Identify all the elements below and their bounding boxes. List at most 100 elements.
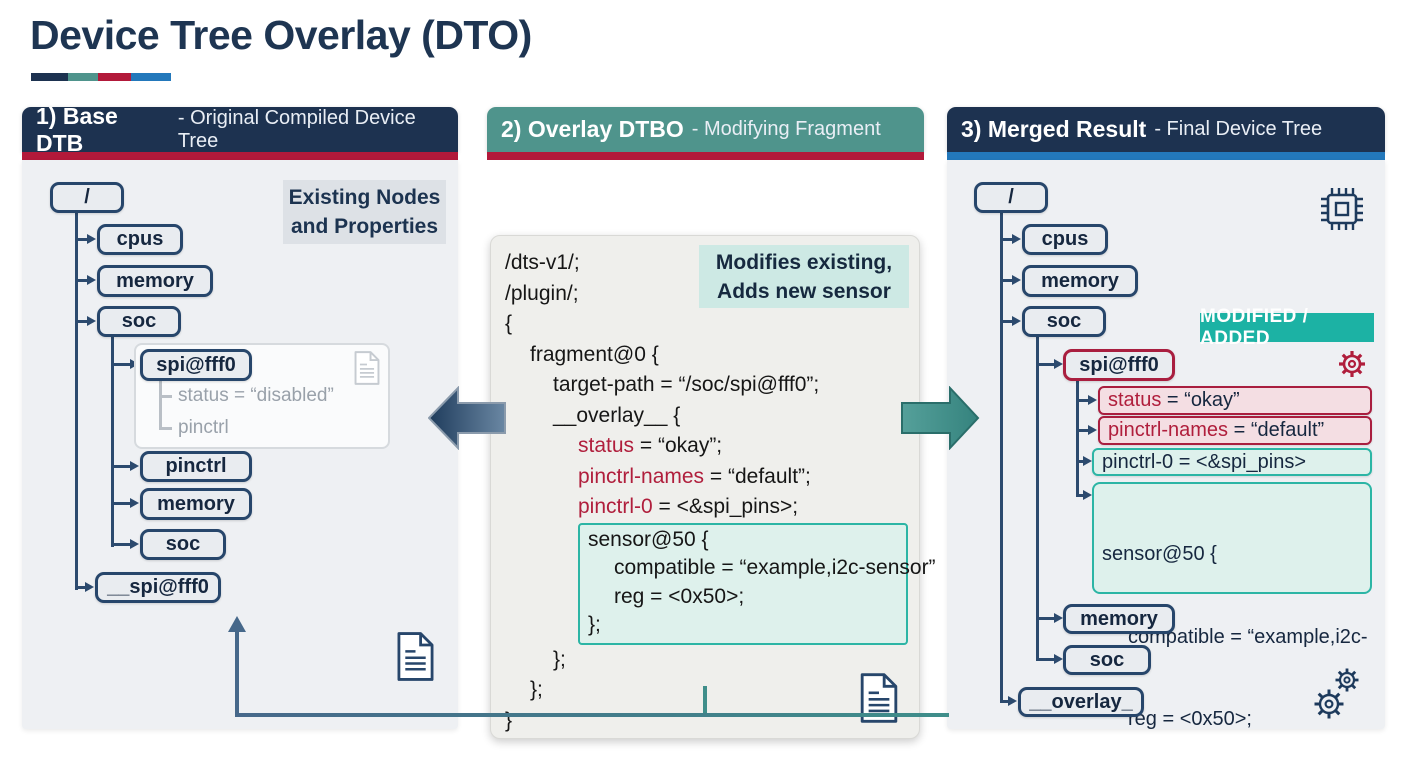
node-pinctrl: pinctrl [140, 451, 252, 482]
panel2-header-subtitle: - Modifying Fragment [691, 118, 881, 140]
connector-arrowhead [130, 498, 139, 508]
code-line: }; [553, 647, 566, 671]
node-spi-symbol: __spi@fff0 [95, 572, 221, 603]
sensor-line: sensor@50 { [1102, 543, 1217, 565]
prop-pinctrl-0: pinctrl-0 = <&spi_pins> [1092, 448, 1372, 476]
node-soc-soc: soc [1063, 645, 1151, 675]
page-title: Device Tree Overlay (DTO) [30, 12, 532, 58]
connector-line [1000, 700, 1009, 703]
connector-line [1036, 337, 1039, 661]
connector-arrowhead [130, 461, 139, 471]
code-line: /plugin/; [505, 281, 579, 305]
connector-line [75, 238, 88, 241]
keyword-pinctrl-names: pinctrl-names [1108, 419, 1229, 441]
node-memory: memory [97, 265, 213, 297]
connector-arrowhead [1012, 234, 1021, 244]
sensor-code-line: }; [588, 613, 601, 636]
connector-line [75, 213, 78, 590]
code-line-status: status = “okay”; [505, 431, 909, 462]
connector-arrowhead [1088, 425, 1097, 435]
connector-arrowhead [1012, 316, 1021, 326]
connector-line [159, 427, 172, 430]
code-line: }; [530, 678, 543, 701]
panel-overlay-dtbo: 2) Overlay DTBO - Modifying Fragment Mod… [487, 107, 936, 739]
gear-icon [1339, 351, 1365, 377]
underline-segment-crimson [98, 73, 131, 81]
connector-arrowhead [1008, 696, 1017, 706]
connector-line [111, 337, 114, 547]
underline-segment-teal [68, 73, 98, 81]
connector-arrowhead [130, 539, 139, 549]
panel3-header-subtitle: - Final Device Tree [1154, 118, 1323, 140]
keyword-pinctrl-names: pinctrl-names [578, 464, 705, 488]
connector-arrowhead [87, 234, 96, 244]
panel-base-dtb: 1) Base DTB - Original Compiled Device T… [22, 103, 458, 737]
panel-merged-result: 3) Merged Result - Final Device Tree MOD… [947, 107, 1385, 737]
node-soc-memory: memory [140, 488, 252, 520]
prop-pinctrl-grey: pinctrl [178, 417, 229, 438]
sensor-code-line: reg = <0x50>; [614, 584, 745, 608]
panel1-header-stripe [22, 152, 458, 160]
node-spi-fff0: spi@fff0 [140, 349, 252, 381]
code-line-pinctrl-names: pinctrl-names = “default”; [505, 462, 909, 493]
code-line-target-path: target-path = “/soc/spi@fff0”; [553, 373, 820, 396]
existing-nodes-note: Existing Nodes and Properties [283, 180, 446, 244]
connector-arrowhead [87, 275, 96, 285]
prop-pinctrl-names: pinctrl-names = “default” [1098, 416, 1372, 445]
code-line-status-value: = “okay”; [634, 434, 723, 457]
connector-line [1076, 494, 1084, 497]
modified-added-badge: MODIFIED / ADDED [1200, 306, 1374, 349]
overlay-code: /dts-v1/; /plugin/; { fragment@0 { targe… [505, 248, 936, 736]
panel1-header-subtitle: - Original Compiled Device Tree [177, 106, 416, 152]
connector-line [111, 363, 130, 366]
keyword-status: status [578, 434, 635, 457]
connector-line [235, 713, 949, 717]
connector-line [111, 465, 130, 468]
panel3-body: MODIFIED / ADDED [947, 160, 1385, 730]
overlay-source-card: Modifies existing, Adds new sensor /dts-… [490, 235, 936, 739]
connector-line [111, 502, 130, 505]
sensor-highlight-box: sensor@50 { compatible = “example,i2c-se… [578, 522, 936, 645]
connector-arrowhead [1083, 456, 1092, 466]
underline-segment-navy [31, 73, 68, 81]
node-soc: soc [97, 306, 181, 337]
connector-line [1036, 617, 1055, 620]
node-soc-soc: soc [140, 529, 226, 560]
node-root: / [974, 182, 1048, 213]
node-spi-fff0-modified: spi@fff0 [1063, 349, 1175, 381]
prop-status-disabled: status = “disabled” [178, 385, 334, 406]
panel1-body: Existing Nodes and Properties [22, 160, 458, 729]
node-overlay: __overlay_ [1018, 687, 1144, 717]
connector-line [111, 543, 130, 546]
panel1-header: 1) Base DTB - Original Compiled Device T… [22, 103, 458, 156]
connector-arrowhead [1088, 395, 1097, 405]
chip-icon [1321, 188, 1363, 230]
overlay-note-line2: Adds new sensor [717, 279, 891, 303]
connector-line [1036, 658, 1055, 661]
keyword-pinctrl-0: pinctrl-0 [578, 495, 653, 518]
connector-line [75, 279, 88, 282]
node-memory: memory [1022, 265, 1138, 297]
code-line: } [505, 708, 513, 732]
connector-line [1076, 381, 1079, 497]
connector-arrowhead [87, 316, 96, 326]
node-soc: soc [1022, 306, 1106, 337]
node-root: / [50, 182, 124, 213]
document-icon [860, 673, 898, 723]
connector-line [1076, 460, 1084, 463]
gears-icon [1314, 668, 1359, 719]
node-cpus: cpus [97, 224, 183, 255]
panel2-body: Modifies existing, Adds new sensor /dts-… [487, 160, 936, 739]
connector-line [1076, 429, 1089, 432]
connector-arrowhead [1054, 613, 1063, 623]
connector-arrowhead [1012, 275, 1021, 285]
code-line-fragment: fragment@0 { [530, 342, 659, 366]
panel2-header-title: 2) Overlay DTBO [501, 116, 684, 142]
panel2-header: 2) Overlay DTBO - Modifying Fragment [487, 107, 924, 152]
apply-right-arrow-icon [901, 386, 980, 450]
overlay-note: Modifies existing, Adds new sensor [699, 245, 909, 308]
connector-line [235, 632, 239, 717]
connector-line [1000, 320, 1013, 323]
connector-line [1000, 279, 1013, 282]
